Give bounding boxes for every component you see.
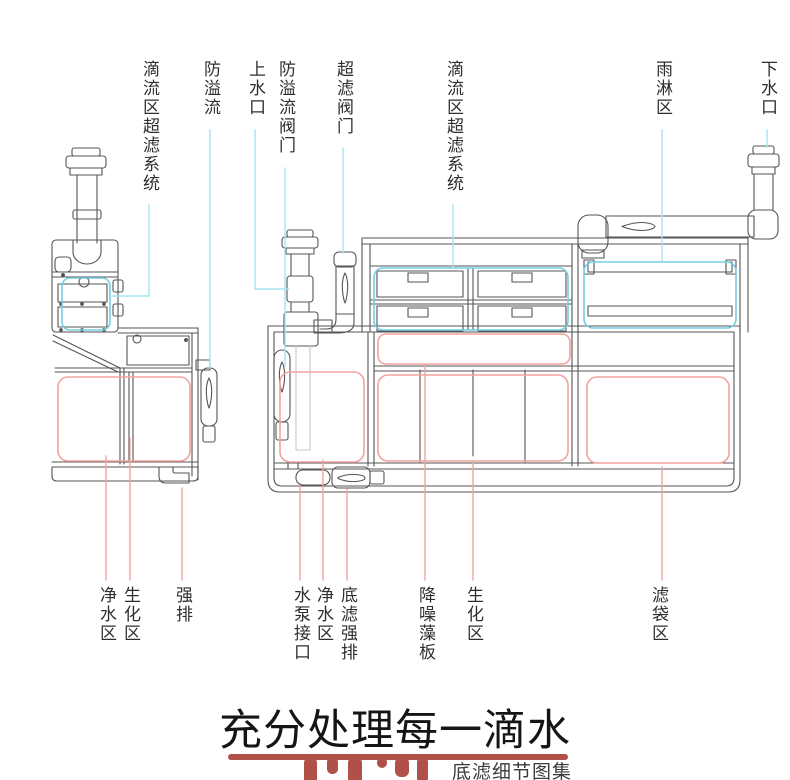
small-inlet-coupling-flange <box>65 155 107 169</box>
label-water-outlet: 下水口 <box>758 60 777 117</box>
small-vent <box>54 256 72 273</box>
label-anti-overflow-valve: 防溢流阀门 <box>276 60 295 155</box>
pump-port <box>295 469 331 486</box>
red-leader-lines <box>105 364 663 581</box>
drip-shape <box>348 757 362 780</box>
label-bio-zone-left: 生化区 <box>121 586 140 643</box>
highlight-small-drip-zone <box>61 277 111 331</box>
small-drip-tray-1 <box>57 283 108 303</box>
ultrafilter-valve-top <box>333 251 357 268</box>
main-tank-inner <box>273 331 735 487</box>
drip-tray-r2c1 <box>376 305 464 332</box>
internal-overflow-standpipe <box>273 349 291 423</box>
label-clean-water-zone-left: 净水区 <box>97 586 116 643</box>
label-forced-drain: 强排 <box>173 586 192 624</box>
label-ultrafilter-valve: 超滤阀门 <box>334 60 353 136</box>
label-noise-reduction-algae-board: 降噪藻板 <box>416 586 435 662</box>
highlight-filter-bag-zone <box>586 376 730 464</box>
highlight-bio-zone <box>377 374 569 462</box>
water-inlet-valve <box>286 275 314 303</box>
main-tank-outer <box>267 325 741 493</box>
label-clean-water-zone-main: 净水区 <box>314 586 333 643</box>
label-anti-overflow: 防溢流 <box>201 60 220 117</box>
label-rain-zone: 雨淋区 <box>653 60 672 117</box>
drip-tray-r2c2 <box>477 305 567 332</box>
drip-shape <box>417 757 428 780</box>
label-sump-forced-drain: 底滤强排 <box>338 586 357 662</box>
drip-shape <box>327 757 338 774</box>
red-highlights <box>57 333 730 464</box>
banner-underline <box>228 754 568 780</box>
highlight-small-tank-zones <box>57 376 191 462</box>
ultrafilter-valve-body <box>335 265 355 315</box>
drip-tray-r1c2 <box>477 270 567 298</box>
small-inlet-pipe-end <box>72 239 102 265</box>
small-forced-drain-elbow <box>158 466 190 484</box>
label-drip-ultrafilter-system-left: 滴流区超滤系统 <box>140 60 159 193</box>
drip-shape <box>304 757 317 780</box>
small-cabinet <box>51 239 119 333</box>
label-pump-port: 水泵接口 <box>291 586 310 662</box>
drip-shape <box>377 757 387 768</box>
cyan-highlights <box>61 261 737 331</box>
inlet-junction-block <box>283 311 319 347</box>
label-drip-ultrafilter-system-main: 滴流区超滤系统 <box>444 60 463 193</box>
highlight-clean-water-zone <box>279 371 365 463</box>
small-sump-unit <box>51 147 218 484</box>
rain-bar-nozzle <box>621 221 656 232</box>
rain-bar-pipe <box>605 215 755 238</box>
drip-shape <box>395 757 409 777</box>
label-water-inlet: 上水口 <box>246 60 265 117</box>
small-inlet-coupling-band <box>69 167 103 176</box>
highlight-rain-zone <box>583 261 737 329</box>
label-filter-bag-zone: 滤袋区 <box>649 586 668 643</box>
rain-bar-elbow <box>577 214 609 254</box>
highlight-algae-board <box>377 333 571 365</box>
small-overflow-valve <box>200 367 218 427</box>
small-inlet-coupling-top <box>71 147 101 157</box>
rain-zone-slat-2 <box>587 305 733 317</box>
rain-zone-slat-1 <box>587 261 733 273</box>
outlet-elbow <box>747 209 779 240</box>
main-inlet-coupling-top <box>286 229 314 238</box>
small-drip-tray-2 <box>57 306 108 328</box>
main-sump-unit <box>267 145 780 493</box>
cyan-leader-lines <box>111 129 768 369</box>
banner-subtitle: 底滤细节图集 <box>452 762 573 780</box>
highlight-main-drip-zone <box>373 267 569 331</box>
drip-tray-r1c1 <box>376 270 464 298</box>
label-bio-zone-main: 生化区 <box>464 586 483 643</box>
small-shelf-box <box>126 335 190 366</box>
banner-title: 充分处理每一滴水 <box>219 707 571 755</box>
